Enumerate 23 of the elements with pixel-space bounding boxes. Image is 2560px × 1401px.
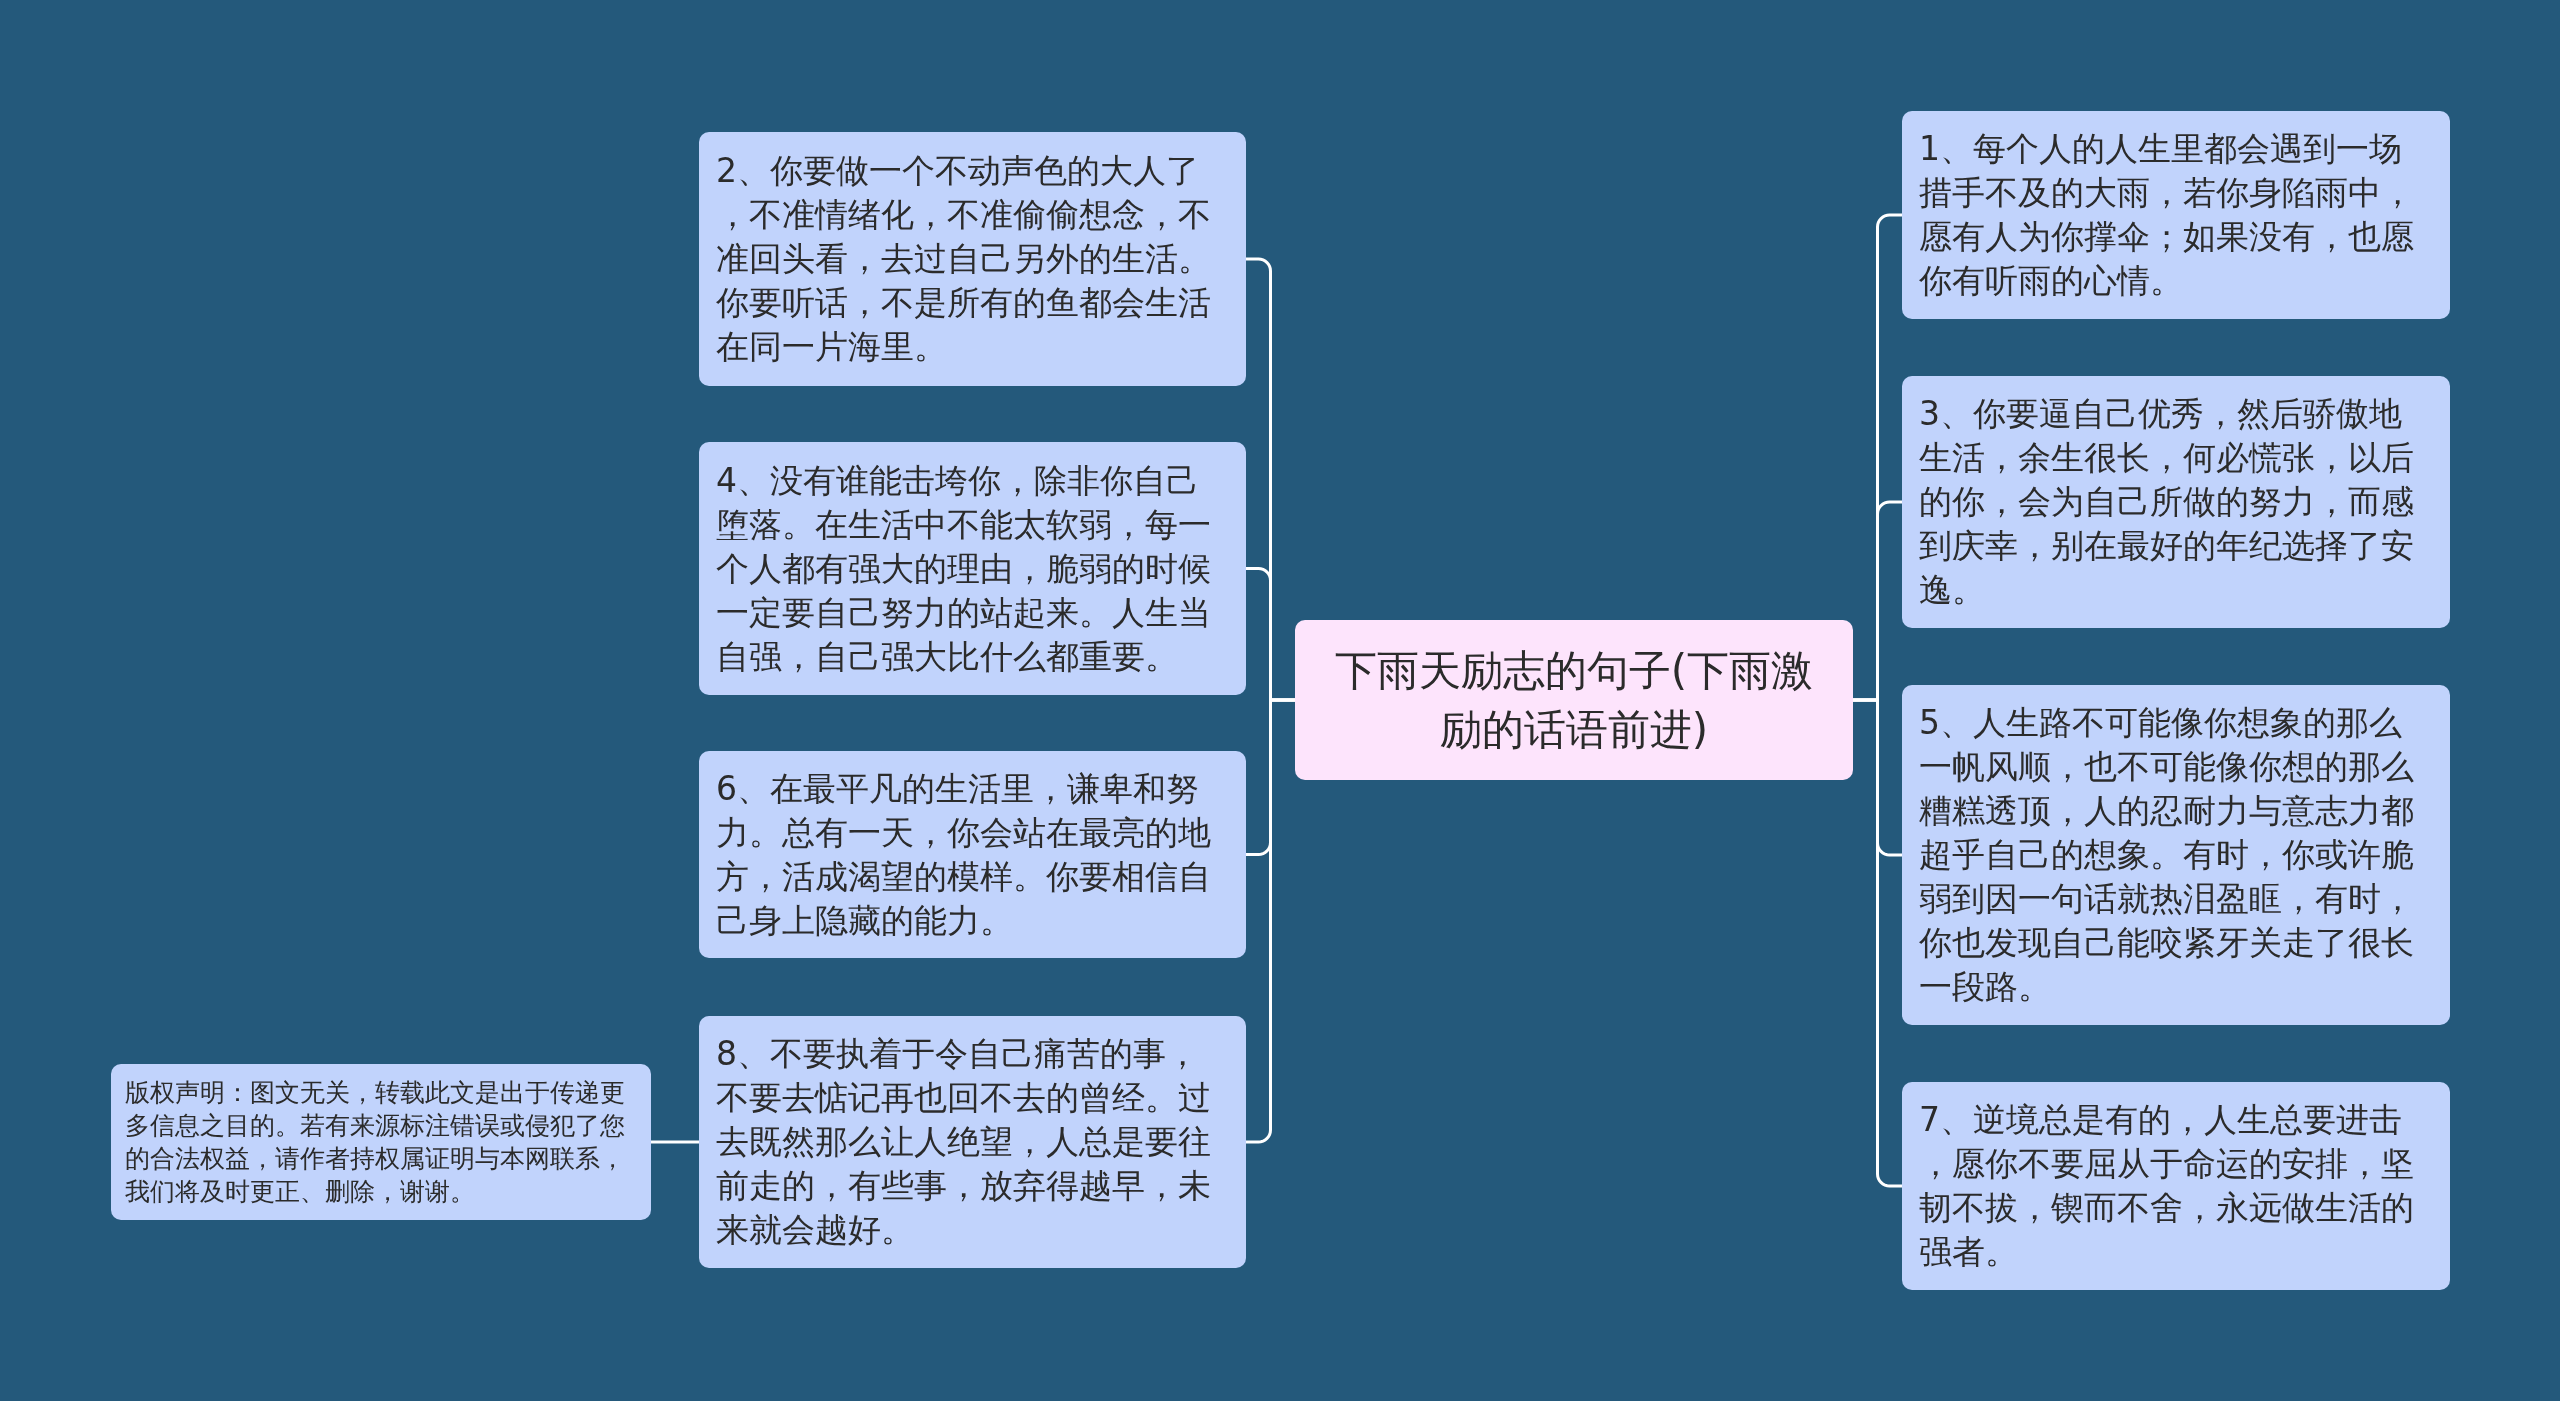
subtopic-box [699, 1016, 1246, 1268]
subtopic-text: 7、逆境总是有的，人生总要进击，愿你不要屈从于命运的安排，坚韧不拔，锲而不舍，永远做生活的强者。 [1919, 1099, 2415, 1273]
subtopic-box [1902, 1082, 2450, 1290]
subtopic-text: 6、在最平凡的生活里，谦卑和努力。总有一天，你会站在最亮的地方，活成渴望的模样。你要相信自己身上隐藏的能力。 [716, 767, 1212, 942]
subtopic-text: 3、你要逼自己优秀，然后骄傲地生活，余生很长，何必慌张，以后的你，会为自己所做的努力，而感到庆幸，别在最好的年纪选择了安逸。 [1919, 393, 2415, 611]
subtopic-text: 4、没有谁能击垮你，除非你自己堕落。在生活中不能太软弱，每一个人都有强大的理由，脆弱的时候一定要自己努力的站起来。人生当自强，自己强大比什么都重要。 [716, 459, 1212, 678]
subtopic-box [699, 442, 1246, 695]
note-box [111, 1064, 651, 1220]
central-topic-box [1295, 620, 1853, 780]
subtopic-box [1902, 685, 2450, 1025]
subtopic-text: 2、你要做一个不动声色的大人了，不准情绪化，不准偷偷想念，不准回头看，去过自己另外的生活。你要听话，不是所有的鱼都会生活在同一片海里。 [716, 150, 1212, 368]
note-text: 版权声明：图文无关，转载此文是出于传递更多信息之目的。若有来源标注错误或侵犯了您的合法权益，请作者持权属证明与本网联系，我们将及时更正、删除，谢谢。 [125, 1077, 626, 1208]
subtopic-box [699, 132, 1246, 386]
subtopic-text: 5、人生路不可能像你想象的那么一帆风顺，也不可能像你想的那么糟糕透顶，人的忍耐力与意志力都超乎自己的想象。有时，你或许脆弱到因一句话就热泪盈眶，有时，你也发现自己能咬紧牙关走了很长一段路。 [1919, 702, 2415, 1008]
connector-line [1246, 698, 1295, 1144]
subtopic-text: 8、不要执着于令自己痛苦的事，不要去惦记再也回不去的曾经。过去既然那么让人绝望，人总是要往前走的，有些事，放弃得越早，未来就会越好。 [716, 1033, 1212, 1251]
subtopic-box [1902, 111, 2450, 319]
subtopic-box [699, 751, 1246, 958]
subtopic-box [1902, 376, 2450, 628]
connector-line [1853, 698, 1902, 1188]
connector-line [651, 1140, 699, 1144]
subtopic-text: 1、每个人的人生里都会遇到一场措手不及的大雨，若你身陷雨中，愿有人为你撑伞；如果没有，也愿你有听雨的心情。 [1919, 128, 2415, 302]
topic-title: 下雨天励志的句子(下雨激励的话语前进) [1333, 645, 1815, 756]
